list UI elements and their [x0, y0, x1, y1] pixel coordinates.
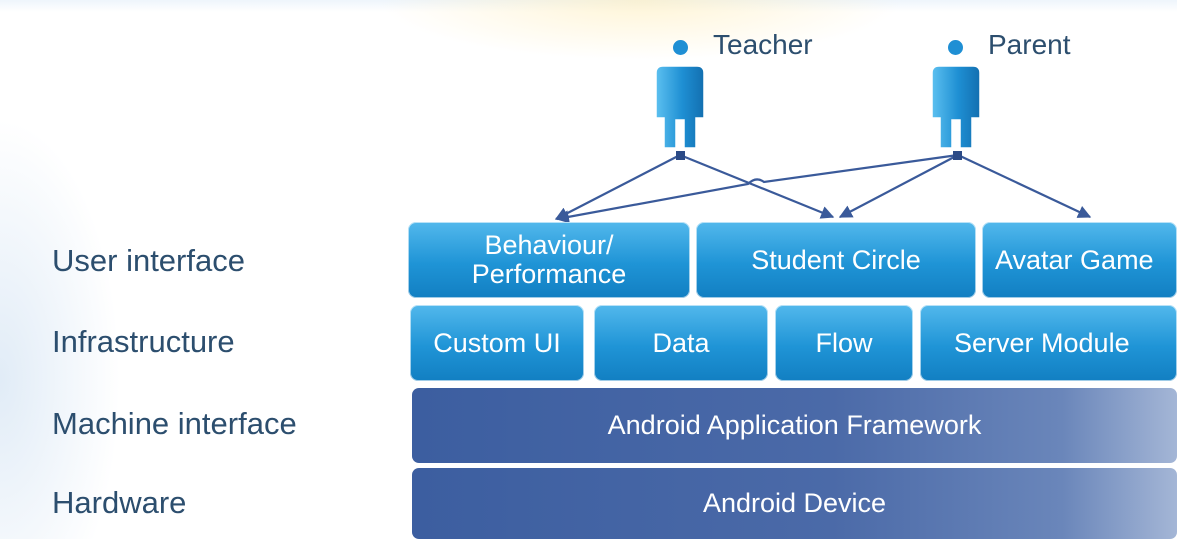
module-behaviour-performance: Behaviour/ Performance — [408, 222, 690, 298]
arrow-teacher-to-student-circle — [679, 153, 835, 219]
flow-label: Flow — [815, 327, 873, 358]
device-label: Android Device — [702, 488, 887, 518]
module-server-module: Server Module — [920, 305, 1177, 381]
avatar-game-label: Avatar Game — [995, 244, 1154, 275]
parent-bullet — [948, 40, 963, 55]
custom-ui-label: Custom UI — [433, 327, 561, 358]
layer-label-machine-interface: Machine interface — [52, 406, 297, 441]
teacher-connector-node — [676, 151, 685, 160]
module-avatar-game: Avatar Game — [982, 222, 1177, 298]
module-student-circle: Student Circle — [696, 222, 976, 298]
parent-person-icon — [931, 65, 981, 149]
arrow-parent-to-avatar-game — [957, 154, 1092, 218]
teacher-person-icon — [655, 65, 705, 149]
data-label: Data — [652, 327, 710, 358]
layer-label-hardware: Hardware — [52, 485, 187, 520]
actor-label-parent: Parent — [988, 29, 1071, 60]
module-custom-ui: Custom UI — [410, 305, 584, 381]
module-flow: Flow — [775, 305, 913, 381]
framework-label: Android Application Framework — [607, 410, 982, 440]
parent-connector-node — [953, 151, 962, 160]
layer-label-user-interface: User interface — [52, 243, 245, 278]
teacher-bullet — [673, 40, 688, 55]
layer-android-application-framework: Android Application Framework — [412, 388, 1177, 463]
arrow-parent-to-student-circle — [838, 154, 959, 218]
arrow-parent-to-behaviour — [555, 153, 959, 224]
layer-label-infrastructure: Infrastructure — [52, 324, 235, 359]
arrow-teacher-to-behaviour — [554, 154, 681, 220]
behaviour-line2: Performance — [471, 259, 627, 289]
module-data: Data — [594, 305, 768, 381]
student-circle-label: Student Circle — [751, 244, 921, 275]
behaviour-line1: Behaviour/ — [484, 229, 614, 260]
layer-android-device: Android Device — [412, 468, 1177, 539]
server-module-label: Server Module — [954, 327, 1130, 358]
actor-label-teacher: Teacher — [713, 29, 813, 60]
